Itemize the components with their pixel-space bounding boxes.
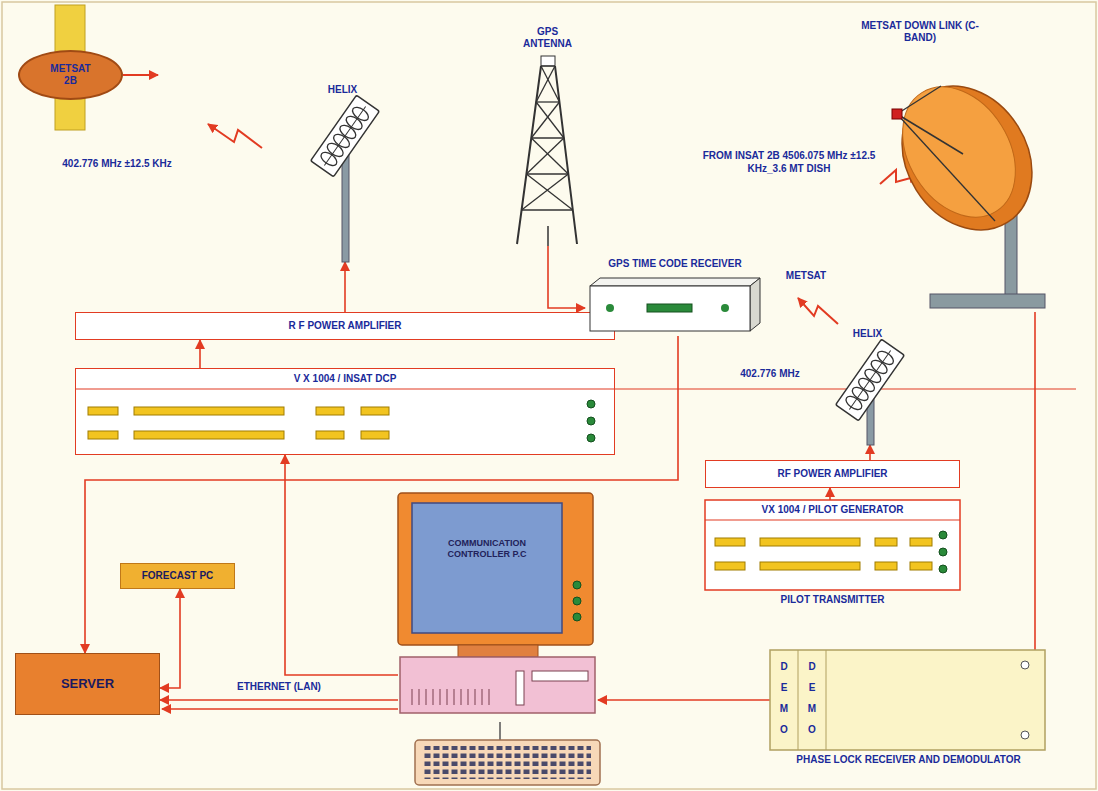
signal-line [869,445,871,460]
signal-line [160,589,180,688]
edge-label: ETHERNET (LAN) [235,681,323,694]
keyboard [415,740,600,785]
node-label: VX 1004 / PILOT GENERATOR [762,504,904,516]
pilot-generator: VX 1004 / PILOT GENERATOR PILOT TRANSMITT… [705,500,960,610]
node-label: COMMUNICATION CONTROLLER P.C [432,538,542,560]
node-label: HELIX [853,328,882,340]
communication-controller: COMMUNICATION CONTROLLER P.C [398,493,598,722]
signal-label: 402.776 MHz ±12.5 KHz [62,158,172,171]
node-label: R F POWER AMPLIFIER [289,320,402,332]
node-label: V X 1004 / INSAT DCP [294,373,397,385]
node-label: RF POWER AMPLIFIER [777,468,887,480]
signal-line [199,340,201,368]
communication-controller-drawing [398,493,598,722]
node-sublabel: DEMO [807,656,817,740]
orbit-arrow [123,74,158,76]
helix-antenna-drawing [300,84,385,262]
dish-antenna-drawing [855,16,1050,312]
keyboard-keys [424,746,591,779]
forecast-pc: FORECAST PC [120,563,235,589]
node-sublabel: PILOT TRANSMITTER [781,594,885,606]
signal-line [598,699,770,701]
helix-antenna: HELIX [300,84,385,262]
radio-link [208,124,262,148]
node-sublabel: PHASE LOCK RECEIVER AND DEMODULATOR [779,754,1039,766]
keyboard-cable [499,722,501,740]
signal-line [160,699,398,701]
signal-label: FROM INSAT 2B 4506.075 MHz ±12.5 KHz_3.6… [700,150,878,175]
helix-antenna-drawing [820,328,915,445]
node-label: DEMO [779,656,789,740]
gps-antenna-drawing [505,26,590,246]
signal-label: 402.776 MHz [730,368,810,381]
node-label: METSAT 2B [43,63,98,87]
node-label: GPS ANTENNA [513,26,583,50]
satellite: METSAT 2B [18,50,123,100]
pilot-generator-drawing [705,500,960,610]
signal-label: METSAT [776,270,836,283]
node-label: HELIX [328,84,357,96]
power-amplifier: RF POWER AMPLIFIER [705,460,960,488]
lan-cable [162,708,398,710]
dish-antenna: METSAT DOWN LINK (C- BAND) [855,16,1050,312]
gps-receiver: GPS TIME CODE RECEIVER [585,256,765,336]
server: SERVER [15,653,160,715]
phase-lock-receiver: DEMO DEMO PHASE LOCK RECEIVER AND DEMODULA… [770,650,1047,785]
signal-line [285,455,398,675]
node-label: FORECAST PC [142,570,214,582]
power-amplifier: R F POWER AMPLIFIER [75,312,615,340]
radio-link [798,298,838,324]
node-label: METSAT DOWN LINK (C- BAND) [855,20,985,44]
helix-antenna: HELIX [820,328,915,445]
signal-line [548,246,585,308]
gps-antenna: GPS ANTENNA [505,26,590,246]
dcp-transmitter: V X 1004 / INSAT DCP [75,368,615,455]
signal-line [1034,312,1036,650]
signal-line [829,488,831,500]
signal-line [344,262,346,312]
node-label: GPS TIME CODE RECEIVER [608,258,741,270]
node-label: SERVER [61,676,114,692]
